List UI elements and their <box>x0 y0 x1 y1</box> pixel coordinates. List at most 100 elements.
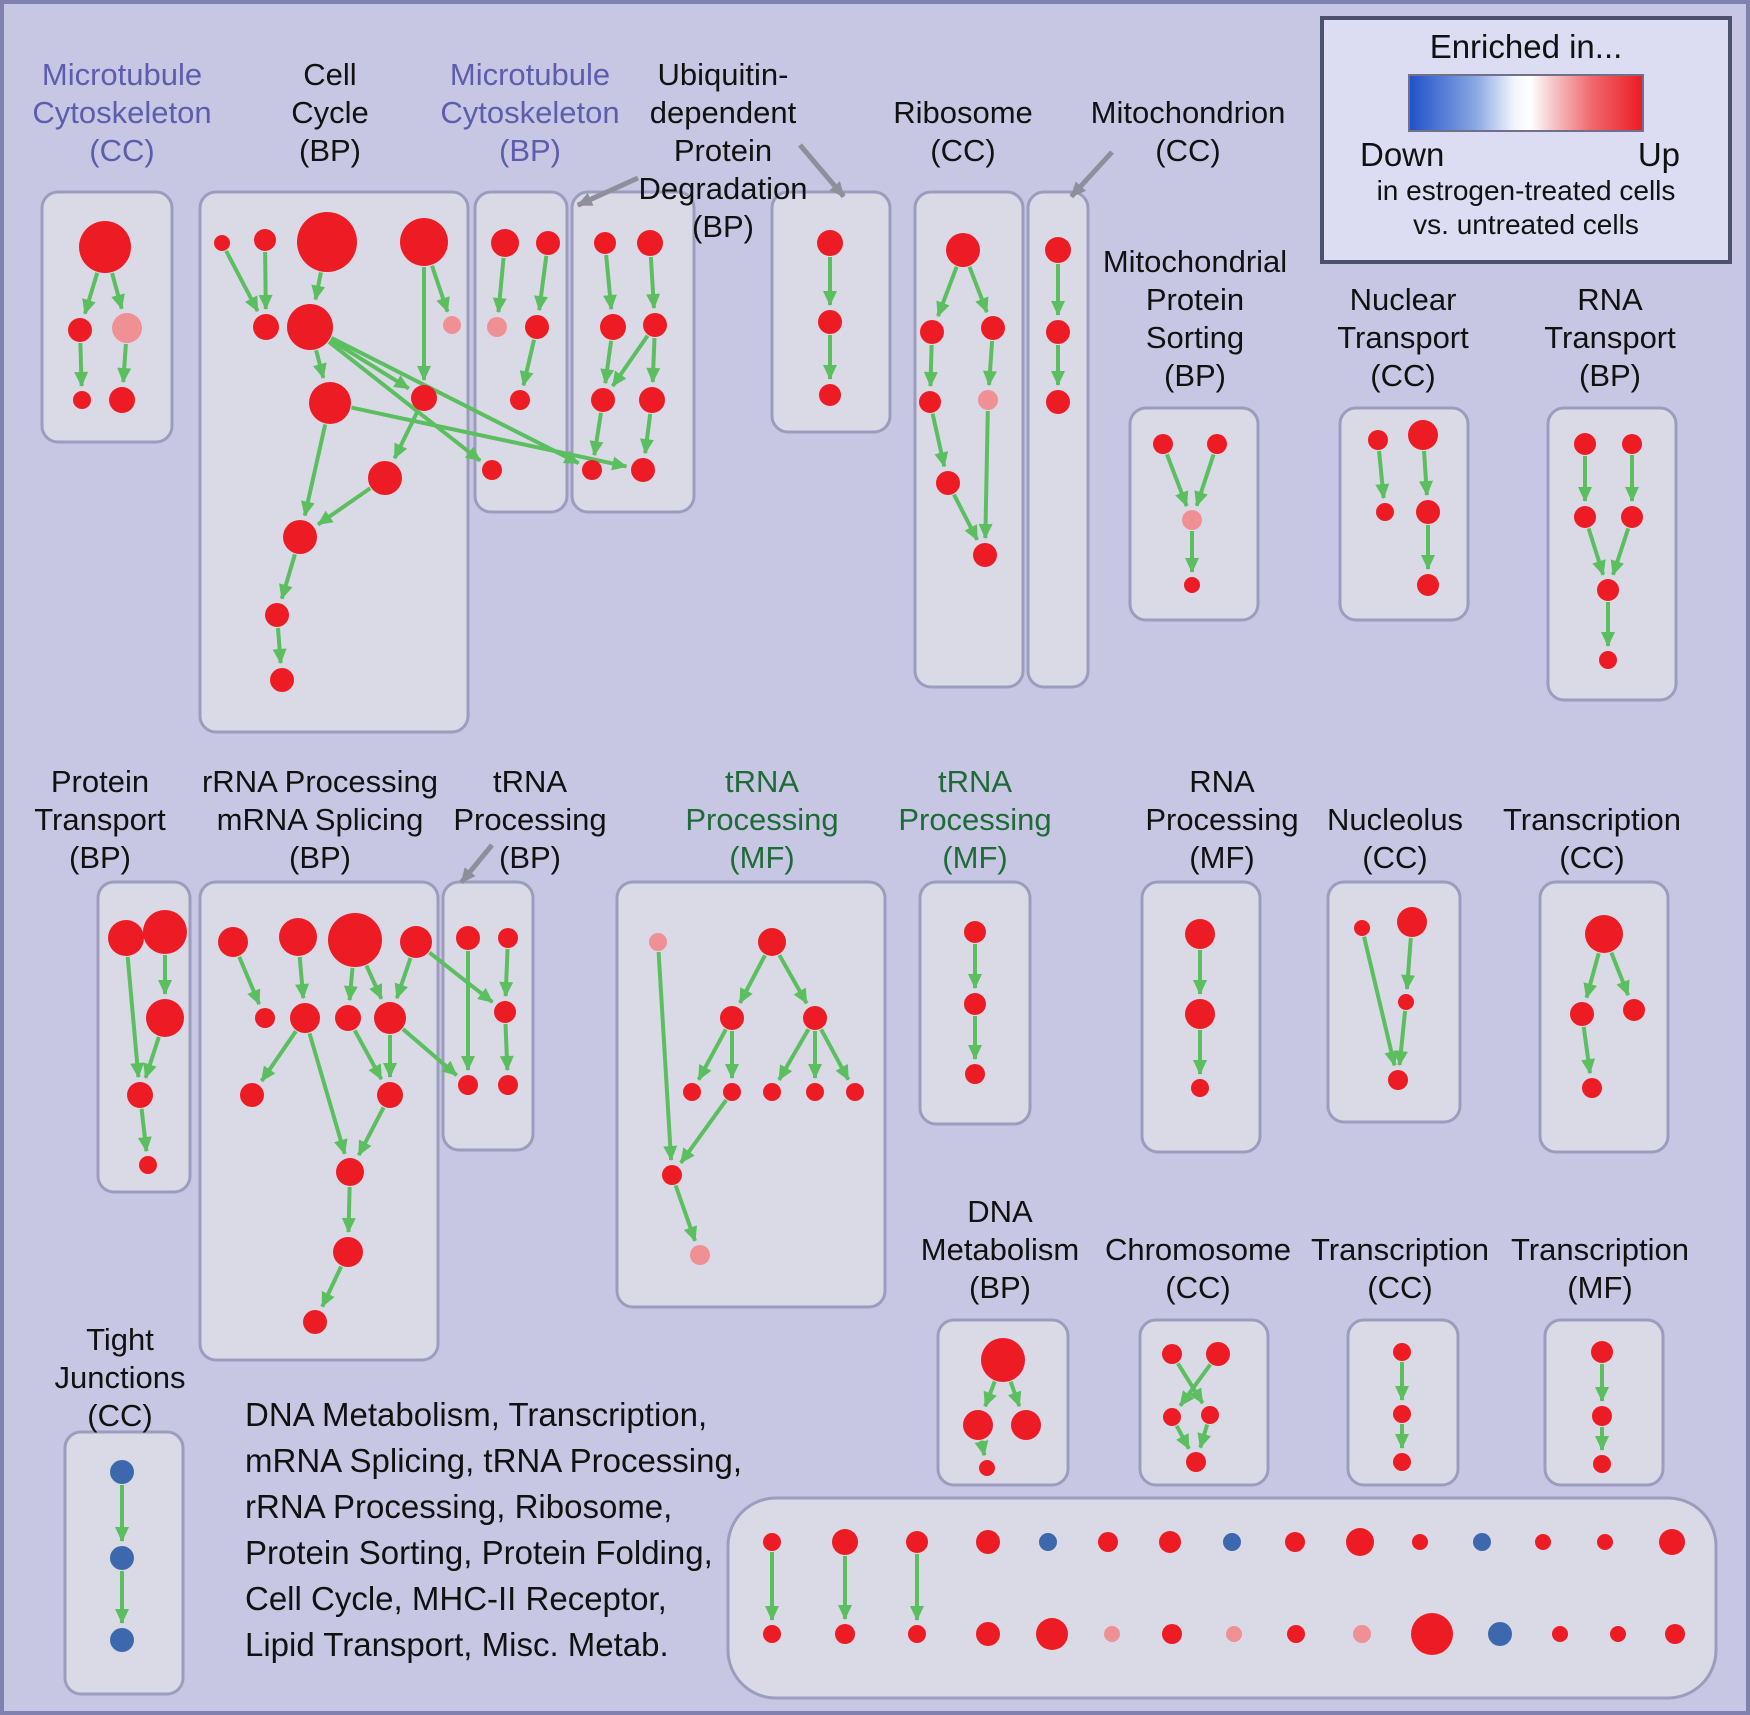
go-term-node <box>936 471 960 495</box>
go-term-node <box>723 1083 741 1101</box>
go-term-node <box>1185 999 1215 1029</box>
go-term-node <box>1408 420 1438 450</box>
edge-arrow <box>492 257 507 314</box>
go-term-node <box>287 304 333 350</box>
go-term-node <box>1285 1532 1305 1552</box>
go-term-node <box>1104 1626 1120 1642</box>
edge-arrow <box>534 255 549 312</box>
edge-arrow <box>1419 450 1433 497</box>
go-term-node <box>1226 1626 1242 1642</box>
go-term-node <box>1585 915 1623 953</box>
go-term-node <box>1036 1618 1068 1650</box>
cluster-box-ribosome-cc <box>913 190 1025 689</box>
edge-arrow <box>952 493 980 541</box>
go-term-node <box>1011 1410 1041 1440</box>
edge-arrow <box>311 272 326 301</box>
edge-arrow <box>1178 1363 1212 1407</box>
edge-arrow <box>679 1098 728 1165</box>
go-term-node <box>1417 574 1439 596</box>
cluster-label-mitochondrion-cc: Mitochondrion(CC) <box>1091 95 1286 168</box>
edge-arrow <box>696 1028 728 1081</box>
edge-arrow <box>430 265 450 313</box>
legend-endpoints: Down Up <box>1324 136 1728 174</box>
legend-subtitle-line1: in estrogen-treated cells <box>1376 175 1676 206</box>
go-term-node <box>498 1075 518 1095</box>
go-term-node <box>255 1008 275 1028</box>
cluster-box-cell-cycle-bp <box>198 190 470 734</box>
go-term-node <box>637 230 663 256</box>
go-term-node <box>1597 1534 1613 1550</box>
edge-arrow <box>259 1030 298 1083</box>
go-term-node <box>763 1083 781 1101</box>
go-term-node <box>1552 1626 1568 1642</box>
go-term-node <box>720 1006 744 1030</box>
edge-arrow <box>327 340 482 463</box>
go-term-node <box>964 993 986 1015</box>
go-term-node <box>643 313 667 337</box>
cluster-box-nuclear-transport-cc <box>1338 406 1470 622</box>
go-term-node <box>973 543 997 567</box>
edge-arrow <box>401 1027 458 1077</box>
edge-arrow <box>499 948 514 998</box>
go-term-node <box>333 1237 363 1267</box>
go-term-node <box>1388 1070 1408 1090</box>
go-term-node <box>690 1245 710 1265</box>
misc-cluster-text-line: rRNA Processing, Ribosome, <box>245 1488 673 1525</box>
edge-arrow <box>983 1380 997 1408</box>
go-term-node <box>1207 434 1227 454</box>
go-term-node <box>254 229 276 251</box>
edge-arrow <box>646 256 661 310</box>
go-term-node <box>600 314 626 340</box>
go-term-node <box>1570 1002 1594 1026</box>
go-term-node <box>68 318 92 342</box>
go-term-node <box>1184 577 1200 593</box>
go-term-node <box>525 315 549 339</box>
go-term-node <box>758 928 786 956</box>
edge-arrow <box>301 424 328 517</box>
go-term-node <box>110 1628 134 1652</box>
edge-arrow <box>1197 1424 1211 1449</box>
go-term-node <box>1599 651 1617 669</box>
label-pointer-arrow <box>459 843 494 885</box>
misc-cluster-text-line: Protein Sorting, Protein Folding, <box>245 1534 713 1571</box>
go-term-node <box>1665 1624 1685 1644</box>
go-term-node <box>978 390 998 410</box>
edge-arrow <box>352 1029 384 1081</box>
edge-arrow <box>356 1106 386 1157</box>
cluster-box-misc-pathways <box>726 1496 1718 1700</box>
go-term-node <box>146 999 184 1037</box>
go-term-node <box>270 668 294 692</box>
edge-arrow <box>74 342 89 388</box>
go-term-node <box>303 1310 327 1334</box>
edge-arrow <box>428 950 494 1004</box>
go-term-node <box>1574 433 1596 455</box>
go-term-node <box>1592 1406 1612 1426</box>
misc-cluster-text-line: mRNA Splicing, tRNA Processing, <box>245 1442 743 1479</box>
go-term-node <box>1593 1455 1611 1473</box>
go-term-node <box>73 391 91 409</box>
go-term-node <box>377 1082 403 1108</box>
legend-down-label: Down <box>1360 136 1445 173</box>
cluster-box-mitochondrion-cc <box>1026 190 1090 689</box>
go-term-node <box>1412 1534 1428 1550</box>
edge-arrow <box>110 272 125 310</box>
go-term-node <box>411 385 437 411</box>
go-term-node <box>214 235 230 251</box>
go-term-node <box>456 926 480 950</box>
edge-arrow <box>589 412 604 457</box>
go-term-node <box>763 1625 781 1643</box>
cluster-box-trna-processing-bp <box>441 880 535 1152</box>
go-term-node <box>253 314 279 340</box>
cluster-box-transcription-cc-1 <box>1538 880 1670 1154</box>
cluster-label-transcription-cc-2: Transcription(CC) <box>1311 1232 1489 1305</box>
edge-arrow <box>1362 936 1399 1067</box>
go-term-node <box>946 233 980 267</box>
go-term-node <box>1098 1532 1118 1552</box>
go-term-node <box>1591 1341 1613 1363</box>
